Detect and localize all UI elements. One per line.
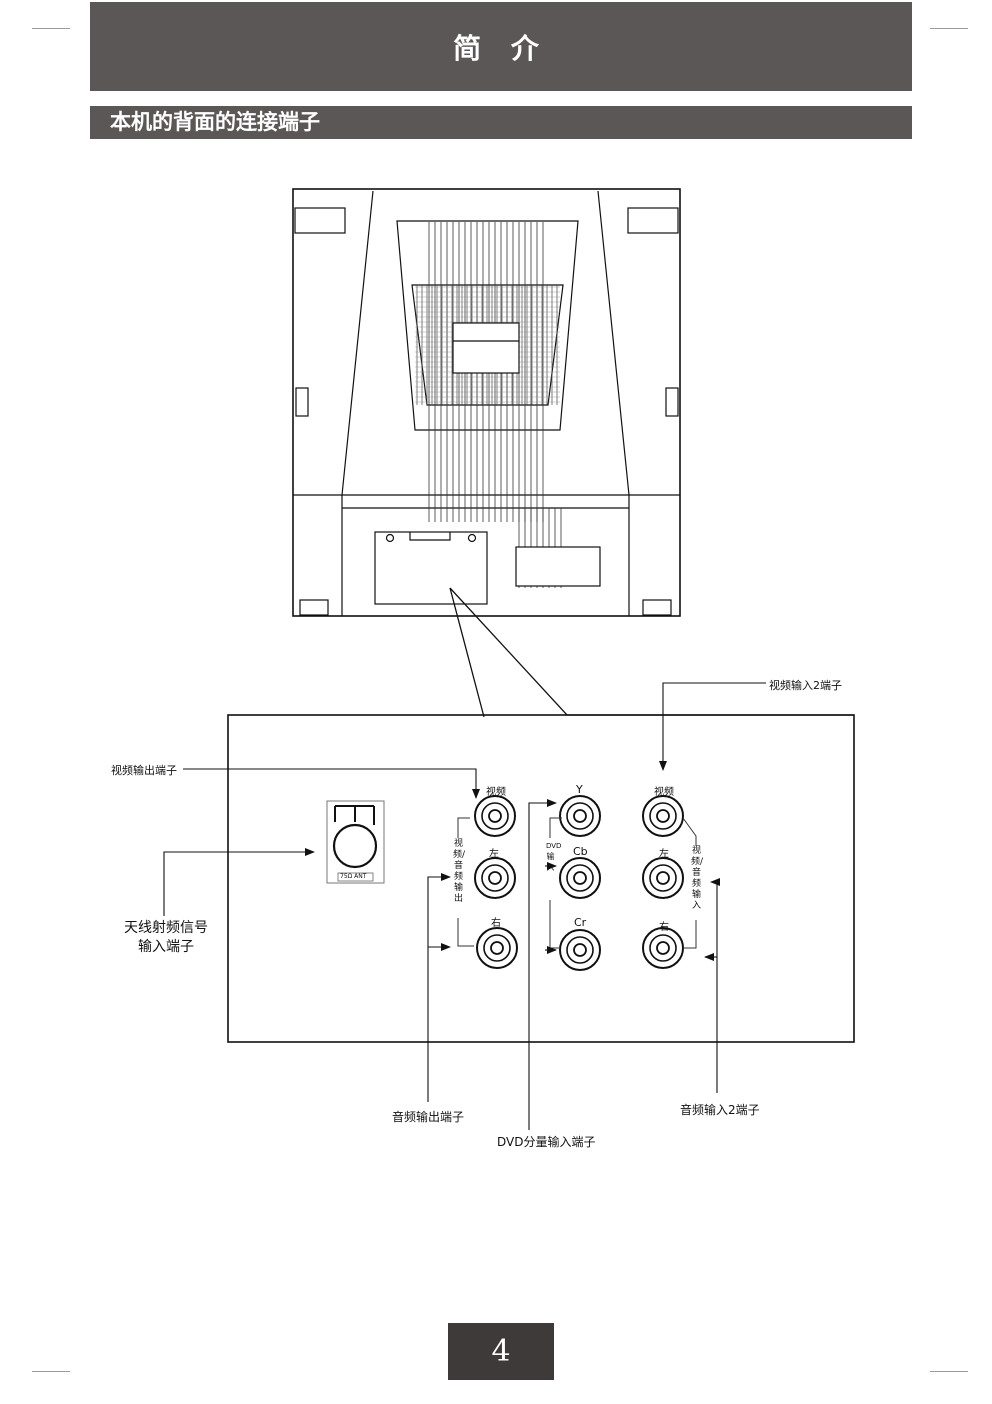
- terminal-panel: [227, 714, 855, 1043]
- label-dvd-cb: Cb: [573, 845, 588, 858]
- label-out-video: 视频: [486, 787, 506, 798]
- jack-video-in2: [642, 795, 684, 837]
- rca-jacks: [474, 795, 684, 971]
- label-dvd-y: Y: [576, 783, 583, 796]
- callout-dvd-component: DVD分量输入端子: [497, 1135, 596, 1149]
- section-title: 本机的背面的连接端子: [90, 106, 912, 139]
- jack-audio-out-right: [476, 927, 518, 969]
- crop-mark: [32, 28, 70, 29]
- crop-mark: [930, 1371, 968, 1372]
- label-out-left: 左: [489, 849, 499, 860]
- crop-mark: [32, 1371, 70, 1372]
- label-dvd-group-2: 输入: [546, 852, 555, 872]
- jack-dvd-y: [559, 795, 601, 837]
- label-out-group: 视频/音频输出: [453, 839, 466, 904]
- antenna-jack: [326, 800, 385, 884]
- callout-antenna-line1: 天线射频信号: [124, 920, 208, 936]
- ant-label: 75Ω ANT: [340, 873, 367, 880]
- zoom-lines: [449, 587, 854, 718]
- callout-leaders: [163, 682, 766, 1130]
- jack-audio-out-left: [474, 857, 516, 899]
- jack-audio-in2-left: [642, 857, 684, 899]
- label-out-right: 右: [491, 918, 501, 929]
- callout-antenna: 天线射频信号 输入端子: [112, 919, 220, 957]
- label-dvd-cr: Cr: [574, 916, 587, 929]
- crop-mark: [930, 28, 968, 29]
- jack-audio-in2-right: [642, 927, 684, 969]
- jack-dvd-cr: [559, 929, 601, 971]
- label-in-right: 右: [659, 922, 669, 933]
- label-in-video: 视频: [654, 787, 674, 798]
- label-dvd-group-1: DVD: [546, 842, 562, 850]
- page-number: 4: [448, 1323, 554, 1380]
- jack-dvd-cb: [559, 857, 601, 899]
- callout-video-in2: 视频输入2端子: [769, 679, 842, 692]
- jack-video-out: [474, 795, 516, 837]
- callout-audio-in2: 音频输入2端子: [680, 1103, 760, 1117]
- callout-video-out: 视频输出端子: [111, 764, 177, 777]
- callout-antenna-line2: 输入端子: [138, 939, 194, 955]
- callout-audio-out: 音频输出端子: [392, 1110, 465, 1124]
- label-in-group: 视频/音频输入: [691, 846, 704, 911]
- label-in-left: 左: [659, 849, 669, 860]
- page-title: 简 介: [90, 2, 912, 91]
- tv-rear-view: [292, 188, 681, 617]
